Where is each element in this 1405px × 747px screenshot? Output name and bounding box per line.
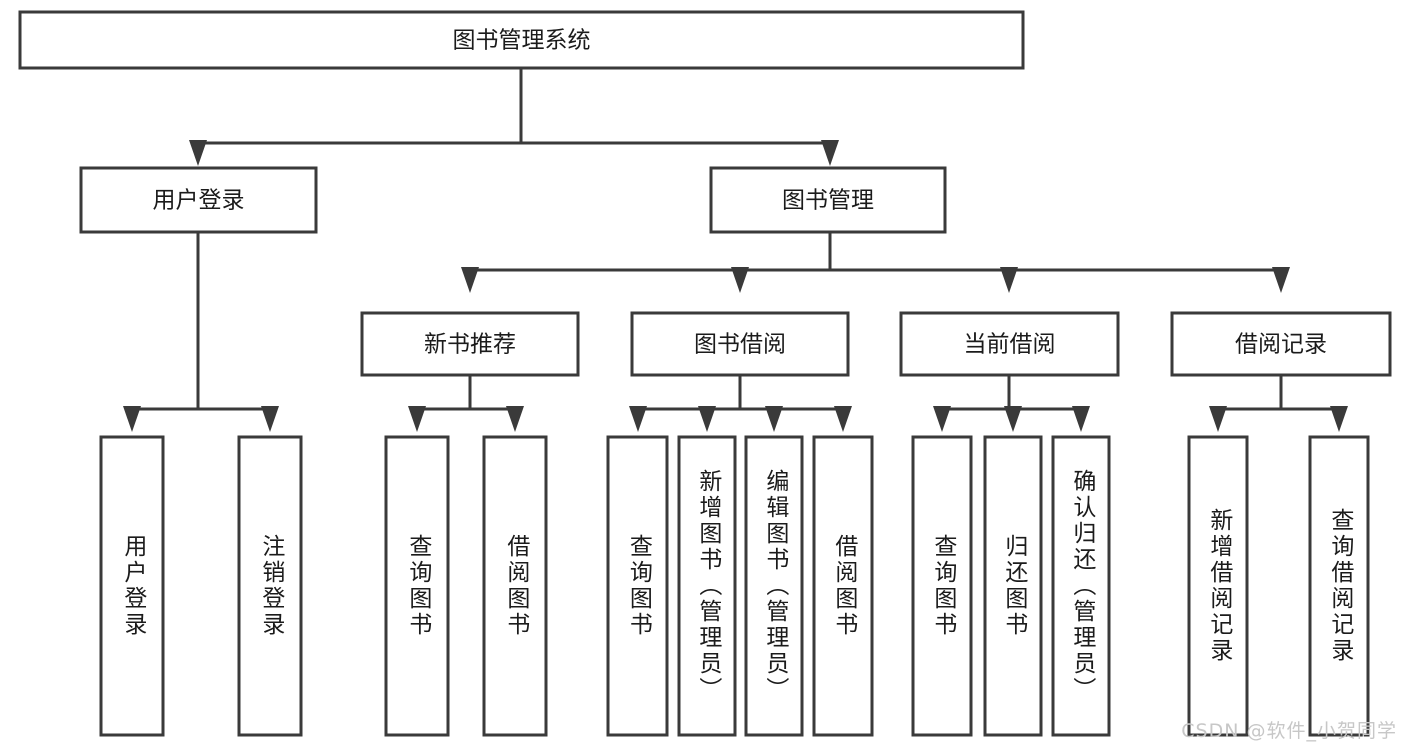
node-box-leaf-2[interactable] [384, 435, 450, 737]
arrow-cb-query-book [933, 406, 951, 432]
node-box-level2-0[interactable] [79, 166, 318, 234]
arrow-to-user-login [189, 140, 207, 166]
arrow-to-book-borrow [731, 267, 749, 293]
arrow-to-book-manage [821, 140, 839, 166]
node-box-leaf-8[interactable] [911, 435, 973, 737]
node-box-leaf-12[interactable] [1308, 435, 1370, 737]
arrow-nbr-query-book [408, 406, 426, 432]
arrow-to-borrow-record [1272, 267, 1290, 293]
node-box-leaf-10[interactable] [1051, 435, 1111, 737]
node-box-level2-1[interactable] [709, 166, 947, 234]
arrow-bb-add-book [698, 406, 716, 432]
node-box-leaf-7[interactable] [812, 435, 874, 737]
arrow-to-new-book-rec [461, 267, 479, 293]
node-box-leaf-5[interactable] [677, 435, 737, 737]
node-box-layer [18, 10, 1392, 737]
node-box-level3-0[interactable] [360, 311, 580, 377]
node-label-level3-0: 新书推荐 [424, 332, 516, 358]
node-box-leaf-1[interactable] [237, 435, 303, 737]
node-label-level3-1: 图书借阅 [694, 332, 786, 358]
arrow-nbr-borrow-book [506, 406, 524, 432]
node-box-leaf-6[interactable] [744, 435, 804, 737]
node-label-level2-0: 用户登录 [153, 188, 245, 214]
arrow-to-leaf-logout [261, 406, 279, 432]
node-label-level3-2: 当前借阅 [964, 332, 1056, 358]
node-box-leaf-0[interactable] [99, 435, 165, 737]
node-box-leaf-9[interactable] [983, 435, 1043, 737]
node-box-level3-2[interactable] [899, 311, 1120, 377]
arrow-br-add-record [1209, 406, 1227, 432]
arrow-bb-edit-book [765, 406, 783, 432]
node-box-level3-1[interactable] [630, 311, 850, 377]
node-label-level3-3: 借阅记录 [1235, 332, 1327, 358]
arrow-to-current-borrow [1000, 267, 1018, 293]
arrow-bb-query-book [629, 406, 647, 432]
arrow-br-query-record [1330, 406, 1348, 432]
node-box-leaf-3[interactable] [482, 435, 548, 737]
node-box-leaf-11[interactable] [1187, 435, 1249, 737]
node-box-level3-3[interactable] [1170, 311, 1392, 377]
node-label-level2-1: 图书管理 [782, 188, 874, 214]
connector-layer [123, 68, 1348, 432]
node-label-root: 图书管理系统 [453, 28, 591, 54]
watermark: CSDN @软件_小贺同学 [1181, 720, 1397, 742]
arrow-bb-borrow-book [834, 406, 852, 432]
arrow-cb-confirm-return [1072, 406, 1090, 432]
arrow-cb-return-book [1004, 406, 1022, 432]
node-box-leaf-4[interactable] [606, 435, 669, 737]
arrow-to-leaf-user-login [123, 406, 141, 432]
node-box-root[interactable] [18, 10, 1025, 70]
